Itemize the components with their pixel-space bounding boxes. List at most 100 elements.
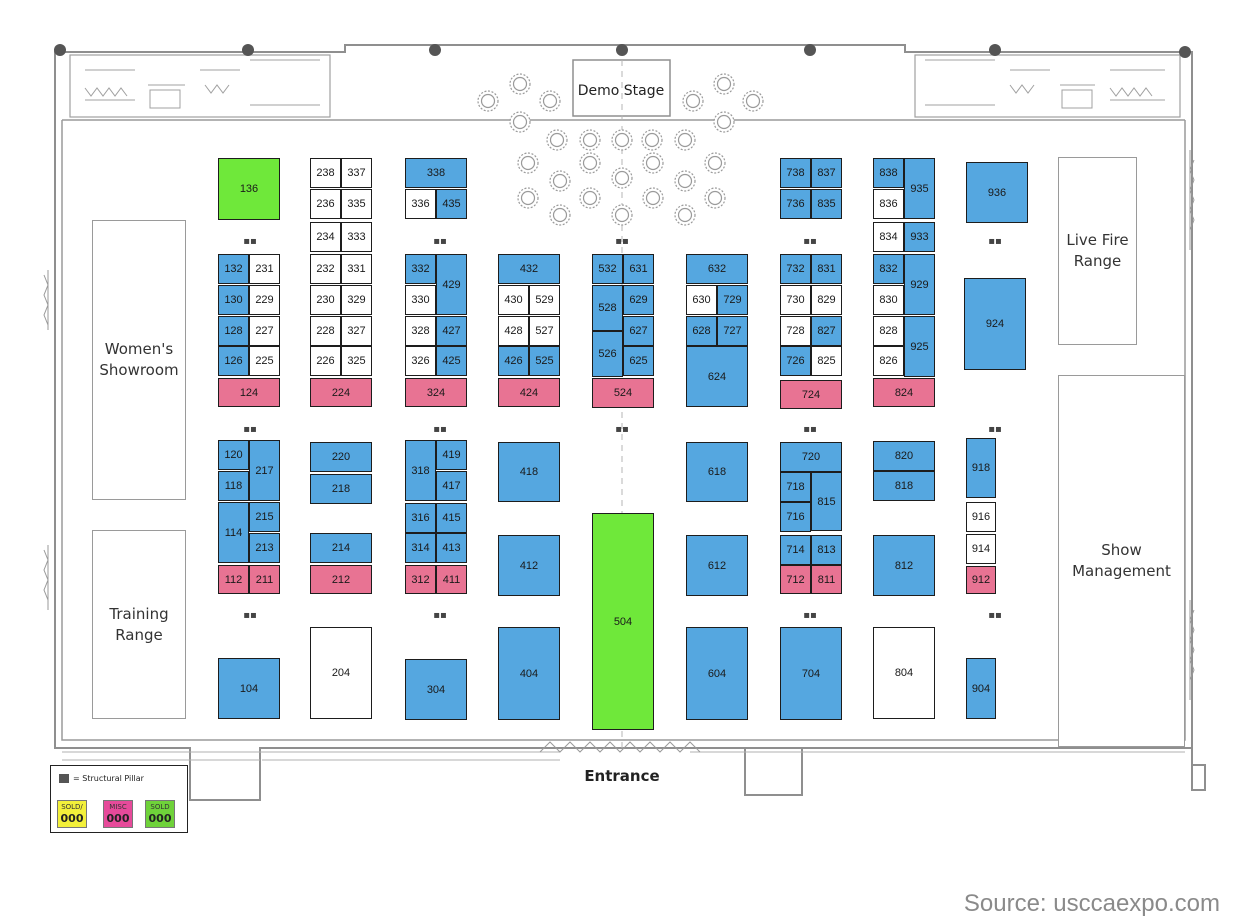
booth-826[interactable]: 826 [873, 346, 904, 376]
booth-838[interactable]: 838 [873, 158, 904, 188]
booth-504[interactable]: 504 [592, 513, 654, 730]
booth-918[interactable]: 918 [966, 438, 996, 498]
booth-811[interactable]: 811 [811, 565, 842, 594]
booth-316[interactable]: 316 [405, 503, 436, 533]
booth-716[interactable]: 716 [780, 502, 811, 532]
booth-413[interactable]: 413 [436, 533, 467, 563]
booth-912[interactable]: 912 [966, 566, 996, 594]
booth-332[interactable]: 332 [405, 254, 436, 284]
booth-425[interactable]: 425 [436, 346, 467, 376]
booth-712[interactable]: 712 [780, 565, 811, 594]
booth-236[interactable]: 236 [310, 189, 341, 219]
booth-630[interactable]: 630 [686, 285, 717, 315]
booth-836[interactable]: 836 [873, 189, 904, 219]
booth-328[interactable]: 328 [405, 316, 436, 346]
booth-604[interactable]: 604 [686, 627, 748, 720]
booth-104[interactable]: 104 [218, 658, 280, 719]
booth-412[interactable]: 412 [498, 535, 560, 596]
booth-738[interactable]: 738 [780, 158, 811, 188]
booth-220[interactable]: 220 [310, 442, 372, 472]
booth-312[interactable]: 312 [405, 565, 436, 594]
booth-226[interactable]: 226 [310, 346, 341, 376]
booth-929[interactable]: 929 [904, 254, 935, 315]
booth-730[interactable]: 730 [780, 285, 811, 315]
booth-728[interactable]: 728 [780, 316, 811, 346]
booth-417[interactable]: 417 [436, 471, 467, 501]
booth-333[interactable]: 333 [341, 222, 372, 252]
booth-331[interactable]: 331 [341, 254, 372, 284]
booth-218[interactable]: 218 [310, 474, 372, 504]
booth-812[interactable]: 812 [873, 535, 935, 596]
booth-624[interactable]: 624 [686, 346, 748, 407]
booth-612[interactable]: 612 [686, 535, 748, 596]
booth-714[interactable]: 714 [780, 535, 811, 565]
booth-232[interactable]: 232 [310, 254, 341, 284]
booth-404[interactable]: 404 [498, 627, 560, 720]
booth-314[interactable]: 314 [405, 533, 436, 563]
booth-828[interactable]: 828 [873, 316, 904, 346]
booth-418[interactable]: 418 [498, 442, 560, 502]
booth-336[interactable]: 336 [405, 189, 436, 219]
booth-628[interactable]: 628 [686, 316, 717, 346]
booth-726[interactable]: 726 [780, 346, 811, 376]
booth-411[interactable]: 411 [436, 565, 467, 594]
booth-318[interactable]: 318 [405, 440, 436, 501]
booth-813[interactable]: 813 [811, 535, 842, 565]
booth-426[interactable]: 426 [498, 346, 529, 376]
booth-834[interactable]: 834 [873, 222, 904, 252]
booth-727[interactable]: 727 [717, 316, 748, 346]
booth-215[interactable]: 215 [249, 502, 280, 532]
booth-326[interactable]: 326 [405, 346, 436, 376]
booth-229[interactable]: 229 [249, 285, 280, 315]
booth-916[interactable]: 916 [966, 502, 996, 532]
booth-524[interactable]: 524 [592, 378, 654, 408]
booth-832[interactable]: 832 [873, 254, 904, 284]
booth-631[interactable]: 631 [623, 254, 654, 284]
booth-820[interactable]: 820 [873, 441, 935, 471]
booth-432[interactable]: 432 [498, 254, 560, 284]
booth-126[interactable]: 126 [218, 346, 249, 376]
booth-231[interactable]: 231 [249, 254, 280, 284]
booth-428[interactable]: 428 [498, 316, 529, 346]
booth-914[interactable]: 914 [966, 534, 996, 564]
booth-435[interactable]: 435 [436, 189, 467, 219]
booth-128[interactable]: 128 [218, 316, 249, 346]
booth-327[interactable]: 327 [341, 316, 372, 346]
booth-632[interactable]: 632 [686, 254, 748, 284]
booth-732[interactable]: 732 [780, 254, 811, 284]
booth-825[interactable]: 825 [811, 346, 842, 376]
booth-227[interactable]: 227 [249, 316, 280, 346]
booth-112[interactable]: 112 [218, 565, 249, 594]
booth-335[interactable]: 335 [341, 189, 372, 219]
booth-213[interactable]: 213 [249, 533, 280, 563]
booth-304[interactable]: 304 [405, 659, 467, 720]
booth-224[interactable]: 224 [310, 378, 372, 407]
booth-829[interactable]: 829 [811, 285, 842, 315]
booth-329[interactable]: 329 [341, 285, 372, 315]
booth-419[interactable]: 419 [436, 440, 467, 470]
booth-935[interactable]: 935 [904, 158, 935, 219]
booth-212[interactable]: 212 [310, 565, 372, 594]
booth-132[interactable]: 132 [218, 254, 249, 284]
booth-325[interactable]: 325 [341, 346, 372, 376]
booth-720[interactable]: 720 [780, 442, 842, 472]
booth-415[interactable]: 415 [436, 503, 467, 533]
booth-130[interactable]: 130 [218, 285, 249, 315]
booth-933[interactable]: 933 [904, 222, 935, 252]
booth-427[interactable]: 427 [436, 316, 467, 346]
booth-525[interactable]: 525 [529, 346, 560, 376]
booth-114[interactable]: 114 [218, 502, 249, 563]
booth-724[interactable]: 724 [780, 380, 842, 409]
booth-837[interactable]: 837 [811, 158, 842, 188]
booth-214[interactable]: 214 [310, 533, 372, 563]
booth-118[interactable]: 118 [218, 471, 249, 501]
booth-824[interactable]: 824 [873, 378, 935, 407]
booth-228[interactable]: 228 [310, 316, 341, 346]
booth-124[interactable]: 124 [218, 378, 280, 407]
booth-704[interactable]: 704 [780, 627, 842, 720]
booth-936[interactable]: 936 [966, 162, 1028, 223]
booth-629[interactable]: 629 [623, 285, 654, 315]
booth-527[interactable]: 527 [529, 316, 560, 346]
booth-338[interactable]: 338 [405, 158, 467, 188]
booth-618[interactable]: 618 [686, 442, 748, 502]
